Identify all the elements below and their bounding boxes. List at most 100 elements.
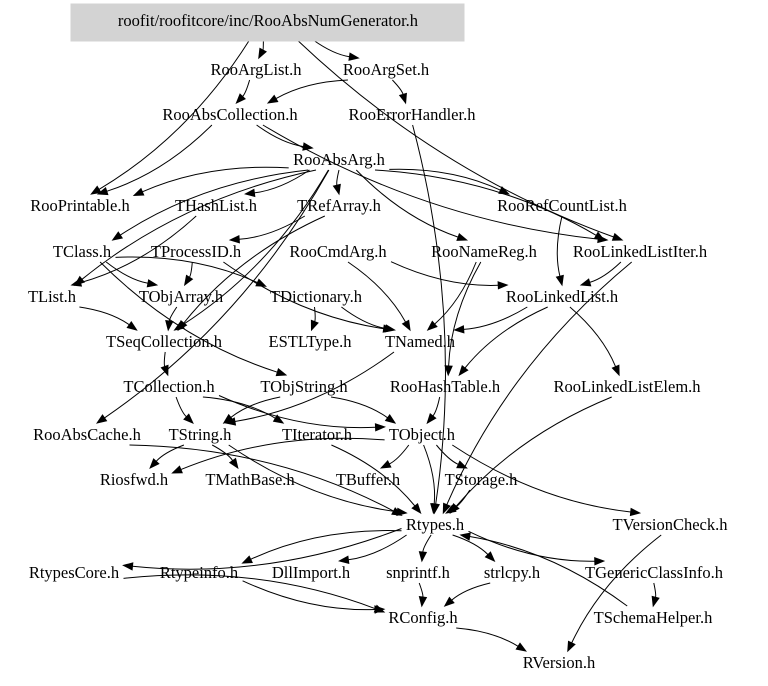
- node-label: RVersion.h: [523, 653, 596, 672]
- arrowhead-icon: [122, 562, 134, 571]
- node-thashlist[interactable]: THashList.h: [175, 196, 258, 215]
- node-rtypeinfo[interactable]: Rtypeinfo.h: [160, 563, 239, 582]
- node-dllimport[interactable]: DllImport.h: [272, 563, 351, 582]
- edge-rtypes-to-snprintf: [418, 534, 432, 563]
- edge-line: [314, 306, 316, 322]
- arrowhead-icon: [255, 278, 267, 287]
- edge-root-to-rooargset: [312, 39, 360, 61]
- node-label: TSeqCollection.h: [106, 332, 223, 351]
- edge-line: [347, 261, 407, 323]
- edge-rooabsarg-to-roonamereg: [355, 169, 469, 241]
- edge-tstorage-to-rtypes: [445, 489, 471, 514]
- node-trefarray[interactable]: TRefArray.h: [297, 196, 381, 215]
- node-tobject[interactable]: TObject.h: [389, 425, 456, 444]
- arrowhead-icon: [384, 414, 397, 424]
- node-tmathbase[interactable]: TMathBase.h: [205, 470, 295, 489]
- arrowhead-icon: [95, 414, 108, 424]
- node-tversioncheck[interactable]: TVersionCheck.h: [612, 515, 728, 534]
- node-estltype[interactable]: ESTLType.h: [268, 332, 352, 351]
- arrowhead-icon: [222, 413, 234, 424]
- node-rooprintable[interactable]: RooPrintable.h: [30, 196, 130, 215]
- node-rooarglist[interactable]: RooArgList.h: [211, 60, 303, 79]
- node-rtypes[interactable]: Rtypes.h: [406, 515, 465, 534]
- node-label: RooAbsArg.h: [293, 150, 386, 169]
- edge-line: [456, 627, 519, 647]
- edge-line: [188, 261, 193, 278]
- node-rooabscache[interactable]: RooAbsCache.h: [33, 425, 141, 444]
- node-tprocessid[interactable]: TProcessID.h: [151, 242, 242, 261]
- node-tcollection[interactable]: TCollection.h: [123, 377, 215, 396]
- node-roorefcountlist[interactable]: RooRefCountList.h: [497, 196, 627, 215]
- edge-roorefcountlist-to-roolinkedlist: [555, 215, 564, 287]
- node-tbuffer[interactable]: TBuffer.h: [336, 470, 401, 489]
- arrowhead-icon: [442, 502, 451, 515]
- edge-trefarray-to-tprocessid: [228, 215, 306, 244]
- node-rversion[interactable]: RVersion.h: [523, 653, 596, 672]
- edge-line: [104, 169, 330, 419]
- edge-line: [589, 261, 622, 283]
- node-tnamed[interactable]: TNamed.h: [385, 332, 456, 351]
- node-label: strlcpy.h: [484, 563, 541, 582]
- node-label: Rtypeinfo.h: [160, 563, 239, 582]
- arrowhead-icon: [497, 281, 509, 290]
- edge-line: [262, 124, 599, 240]
- edge-rooargset-to-rooabscollection: [266, 79, 348, 104]
- edge-line: [389, 444, 410, 465]
- edges-layer: [70, 39, 662, 653]
- node-tdictionary[interactable]: TDictionary.h: [270, 287, 363, 306]
- edge-line: [211, 444, 234, 461]
- node-roolinkedlist[interactable]: RooLinkedList.h: [506, 287, 619, 306]
- edge-tstring-to-riosfwd: [149, 444, 185, 470]
- edge-tobject-to-tversioncheck: [452, 444, 642, 517]
- node-rooabscollection[interactable]: RooAbsCollection.h: [162, 105, 298, 124]
- edge-line: [254, 169, 310, 194]
- node-roolinkedlistelem[interactable]: RooLinkedListElem.h: [553, 377, 701, 396]
- edge-line: [422, 534, 432, 553]
- node-strlcpy[interactable]: strlcpy.h: [484, 563, 541, 582]
- node-tseqcollection[interactable]: TSeqCollection.h: [106, 332, 223, 351]
- edge-rooabsarg-to-tclass: [111, 169, 309, 241]
- edge-line: [571, 534, 662, 644]
- node-rooabsarg[interactable]: RooAbsArg.h: [293, 150, 386, 169]
- edge-roonamereg-to-roohashtable: [444, 261, 482, 377]
- node-roolinkedlistiter[interactable]: RooLinkedListIter.h: [573, 242, 708, 261]
- edge-rooabscollection-to-roolinkedlistiter: [262, 124, 609, 244]
- edge-tdictionary-to-estltype: [310, 306, 319, 332]
- arrowhead-icon: [555, 274, 564, 287]
- node-roonamereg[interactable]: RooNameReg.h: [431, 242, 538, 261]
- edge-line: [230, 396, 281, 418]
- node-roohashtable[interactable]: RooHashTable.h: [390, 377, 501, 396]
- arrowhead-icon: [484, 551, 496, 562]
- node-riosfwd[interactable]: Riosfwd.h: [100, 470, 169, 489]
- arrowhead-icon: [244, 188, 256, 198]
- node-tgenericclassinfo[interactable]: TGenericClassInfo.h: [585, 563, 724, 582]
- node-root[interactable]: roofit/roofitcore/inc/RooAbsNumGenerator…: [70, 3, 465, 42]
- node-rconfig[interactable]: RConfig.h: [388, 608, 458, 627]
- node-rooerrorhandler[interactable]: RooErrorHandler.h: [349, 105, 477, 124]
- node-label: TObjArray.h: [139, 287, 224, 306]
- edge-line: [132, 528, 402, 570]
- edge-line: [106, 124, 213, 192]
- node-roocmdarg[interactable]: RooCmdArg.h: [289, 242, 387, 261]
- node-tclass[interactable]: TClass.h: [53, 242, 112, 261]
- edge-tobject-to-tstorage: [436, 444, 468, 469]
- node-snprintf[interactable]: snprintf.h: [386, 563, 450, 582]
- node-tobjarray[interactable]: TObjArray.h: [139, 287, 224, 306]
- node-titerator[interactable]: TIterator.h: [282, 425, 353, 444]
- node-tobjstring[interactable]: TObjString.h: [260, 377, 348, 396]
- node-tlist[interactable]: TList.h: [28, 287, 77, 306]
- edge-line: [218, 395, 376, 429]
- edge-line: [436, 444, 459, 465]
- node-label: RConfig.h: [388, 608, 458, 627]
- node-tschemahelper[interactable]: TSchemaHelper.h: [594, 608, 713, 627]
- node-tstorage[interactable]: TStorage.h: [445, 470, 519, 489]
- node-rtypescore[interactable]: RtypesCore.h: [29, 563, 120, 582]
- edge-line: [105, 261, 149, 284]
- node-label: TIterator.h: [282, 425, 353, 444]
- node-rooargset[interactable]: RooArgSet.h: [343, 60, 430, 79]
- edge-roolinkedlistiter-to-roolinkedlist: [579, 261, 622, 287]
- node-tstring[interactable]: TString.h: [169, 425, 233, 444]
- arrowhead-icon: [96, 187, 109, 196]
- edge-line: [452, 534, 489, 555]
- arrowhead-icon: [444, 365, 453, 377]
